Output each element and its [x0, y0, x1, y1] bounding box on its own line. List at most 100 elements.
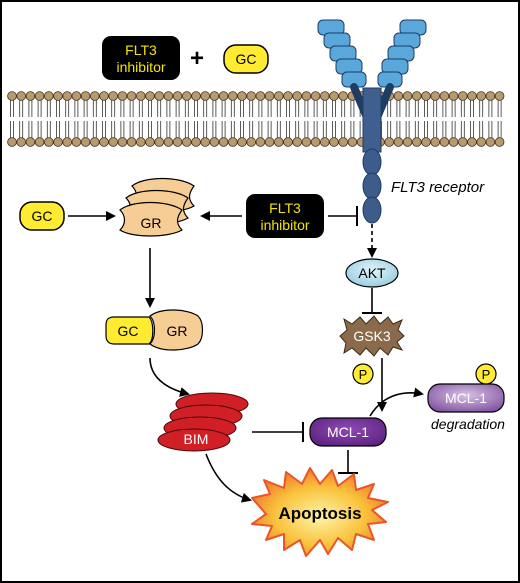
lipid-head — [237, 91, 247, 101]
flt3-inhibitor-top: FLT3 inhibitor — [102, 36, 180, 80]
gc-complex-label: GC — [118, 323, 139, 339]
lipid-head — [301, 137, 312, 147]
lipid-head — [476, 137, 487, 147]
gsk3-node: GSK3 — [339, 315, 405, 357]
lipid-head — [494, 91, 505, 101]
lipid-head — [163, 91, 174, 101]
lipid-head — [310, 91, 321, 101]
lipid-head — [25, 91, 36, 101]
lipid-head — [43, 91, 54, 101]
mcl1-main: MCL-1 — [309, 417, 387, 447]
lipid-head — [411, 137, 422, 147]
lipid-head — [34, 137, 45, 147]
inhibition-bim-to-mcl1 — [252, 422, 304, 442]
lipid-head — [228, 137, 238, 147]
lipid-head — [255, 91, 266, 101]
gr-stack-label: GR — [141, 215, 162, 231]
lipid-head — [108, 137, 118, 147]
lipid-head — [163, 137, 174, 147]
lipid-head — [108, 91, 118, 101]
lipid-head — [191, 137, 201, 147]
arrow-mcl1-to-degradation — [369, 387, 424, 417]
lipid-head — [228, 91, 238, 101]
lipid-head — [90, 137, 100, 147]
lipid-head — [80, 91, 91, 101]
lipid-head — [264, 91, 275, 101]
gc-left: GC — [19, 201, 65, 231]
lipid-head — [209, 91, 220, 101]
lipid-head — [99, 137, 109, 147]
gc-gr-complex: GC GR — [105, 309, 204, 351]
flt3-inhibitor-top-line1: FLT3 — [125, 42, 157, 58]
lipid-head — [273, 137, 284, 147]
lipid-head — [154, 91, 165, 101]
gsk3-label: GSK3 — [353, 328, 391, 344]
lipid-head — [301, 91, 312, 101]
lipid-head — [126, 137, 137, 147]
lipid-head — [347, 137, 358, 147]
lipid-head — [182, 137, 192, 147]
lipid-head — [7, 91, 17, 101]
flt3-inhibitor-mid: FLT3 inhibitor — [246, 194, 324, 238]
lipid-head — [25, 137, 36, 147]
lipid-head — [457, 137, 468, 147]
lipid-head — [421, 137, 431, 147]
lipid-head — [439, 137, 450, 147]
lipid-head — [117, 137, 128, 147]
lipid-head — [246, 91, 257, 101]
lipid-head — [494, 137, 505, 147]
lipid-head — [292, 91, 303, 101]
mcl1-main-label: MCL-1 — [327, 424, 369, 440]
bim-label: BIM — [184, 431, 209, 447]
lipid-head — [53, 137, 63, 147]
lipid-head — [172, 137, 183, 147]
gc-top: GC — [223, 44, 269, 74]
lipid-head — [255, 137, 266, 147]
lipid-head — [393, 137, 404, 147]
lipid-head — [430, 91, 441, 101]
receptor-right-arm — [377, 19, 427, 88]
lipid-head — [53, 91, 63, 101]
lipid-head — [319, 91, 330, 101]
lipid-head — [62, 137, 72, 147]
akt-label: AKT — [358, 265, 386, 281]
lipid-head — [117, 91, 128, 101]
lipid-head — [90, 91, 100, 101]
lipid-head — [393, 91, 404, 101]
lipid-head — [430, 137, 441, 147]
lipid-head — [283, 137, 293, 147]
phospho-right-label: P — [482, 367, 491, 382]
phospho-left: P — [352, 363, 374, 385]
lipid-head — [411, 91, 422, 101]
lipid-head — [62, 91, 72, 101]
lipid-head — [34, 91, 45, 101]
arrow-bim-to-apoptosis — [205, 453, 252, 503]
lipid-head — [292, 137, 303, 147]
lipid-head — [319, 137, 330, 147]
inhibition-akt-to-gsk3 — [362, 288, 382, 314]
apoptosis-label: Apoptosis — [278, 504, 361, 523]
lipid-head — [485, 137, 496, 147]
lipid-head — [338, 91, 349, 101]
lipid-head — [421, 91, 431, 101]
mcl1-degraded: MCL-1 P — [427, 363, 505, 413]
lipid-head — [329, 137, 339, 147]
lipid-head — [99, 91, 109, 101]
lipid-head — [246, 137, 257, 147]
degradation-label: degradation — [431, 416, 505, 432]
apoptosis-burst: Apoptosis — [251, 467, 389, 557]
receptor-left-arm — [317, 19, 367, 88]
lipid-head — [402, 137, 413, 147]
lipid-head — [182, 91, 192, 101]
lipid-head — [457, 91, 468, 101]
flt3-inhibitor-mid-line2: inhibitor — [260, 217, 309, 233]
flt3-receptor — [317, 19, 427, 224]
lipid-head — [448, 91, 459, 101]
lipid-head — [218, 137, 229, 147]
inhibition-inhibitor-to-receptor — [328, 206, 358, 226]
lipid-head — [448, 137, 459, 147]
akt-node: AKT — [345, 258, 399, 288]
lipid-head — [384, 137, 395, 147]
lipid-head — [145, 137, 155, 147]
